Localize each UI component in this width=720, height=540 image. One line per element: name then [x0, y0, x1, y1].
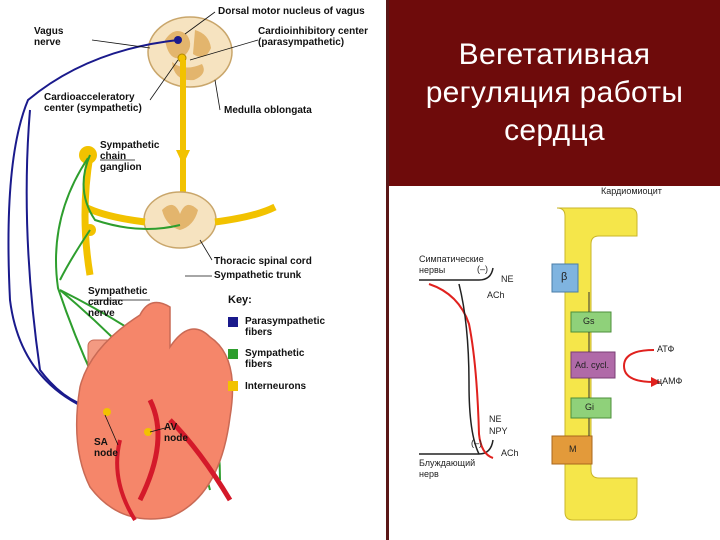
panel-divider [386, 0, 389, 540]
beta-receptor-box [551, 263, 579, 293]
cell-signaling-panel: Кардиомиоцит Симпатические нервы (–) NE … [389, 186, 720, 540]
box-label-adcycl: Ad. cycl. [575, 360, 610, 370]
title-box: Вегетативная регуляция работы сердца [389, 0, 720, 186]
label-ne-top: NE [501, 274, 514, 284]
label-medulla-oblongata: Medulla oblongata [224, 105, 312, 116]
key-swatch-parasympathetic [228, 317, 238, 327]
thoracic-cord-section [79, 146, 277, 276]
label-cardioacceleratory-center: Cardioacceleratory center (sympathetic) [44, 92, 142, 114]
label-ach-top: ACh [487, 290, 505, 300]
cell-signaling-diagram [419, 207, 661, 521]
slide-title: Вегетативная регуляция работы сердца [425, 38, 684, 147]
key-title: Key: [228, 294, 252, 306]
leader-lines [90, 11, 259, 446]
label-npy: NPY [489, 426, 508, 436]
key-swatch-sympathetic [228, 349, 238, 359]
box-label-gi: Gi [585, 402, 594, 412]
anatomy-panel: Vagus nerve Dorsal motor nucleus of vagu… [7, 6, 369, 522]
cross-inhibition-curve [458, 283, 480, 455]
key-swatches [228, 317, 238, 391]
label-dorsal-motor-nucleus: Dorsal motor nucleus of vagus [218, 6, 365, 17]
box-label-gs: Gs [583, 316, 595, 326]
nerve-terminals [419, 267, 494, 455]
box-label-m: M [569, 444, 577, 454]
label-atf: АТФ [657, 344, 675, 354]
m-receptor-box [551, 435, 593, 465]
label-sympathetic-chain-ganglion: Sympathetic chain ganglion [100, 140, 160, 173]
label-sympathetic-cardiac-nerve: Sympathetic cardiac nerve [88, 286, 148, 319]
key-label-interneurons: Interneurons [245, 381, 307, 392]
label-minus-bottom: (–) [471, 438, 482, 448]
label-ne-bottom: NE [489, 414, 502, 424]
label-cardiomyocyte: Кардиомиоцит [601, 186, 662, 196]
camp-arrowhead [651, 377, 661, 387]
medulla-section [147, 16, 233, 88]
adenylate-cyclase-box [570, 351, 616, 379]
label-camf: цАМФ [657, 376, 683, 386]
label-thoracic-spinal-cord: Thoracic spinal cord [214, 256, 312, 267]
label-cardioinhibitory-center: Cardioinhibitory center (parasympathetic… [258, 26, 369, 48]
gs-protein-box [570, 311, 612, 333]
box-label-beta: β [561, 271, 568, 283]
anatomy-diagram [7, 11, 277, 522]
label-vagus-nerve-ru: Блуждающий нерв [419, 458, 476, 479]
label-sa-node: SA node [94, 437, 118, 459]
atp-camp-arrow [622, 349, 655, 383]
inhibition-curve [428, 283, 494, 459]
label-minus-top: (–) [477, 264, 488, 274]
label-sympathetic-trunk: Sympathetic trunk [214, 270, 302, 281]
key-swatch-interneurons [228, 381, 238, 391]
label-vagus-nerve: Vagus nerve [34, 26, 64, 48]
label-ach-bottom: ACh [501, 448, 519, 458]
heart-illustration [75, 301, 234, 522]
key-label-parasympathetic: Parasympathetic fibers [245, 316, 326, 338]
label-sympathetic-nerves: Симпатические нервы [419, 254, 484, 275]
label-av-node: AV node [164, 422, 188, 444]
key-label-sympathetic: Sympathetic fibers [245, 348, 305, 370]
gi-protein-box [570, 397, 612, 419]
